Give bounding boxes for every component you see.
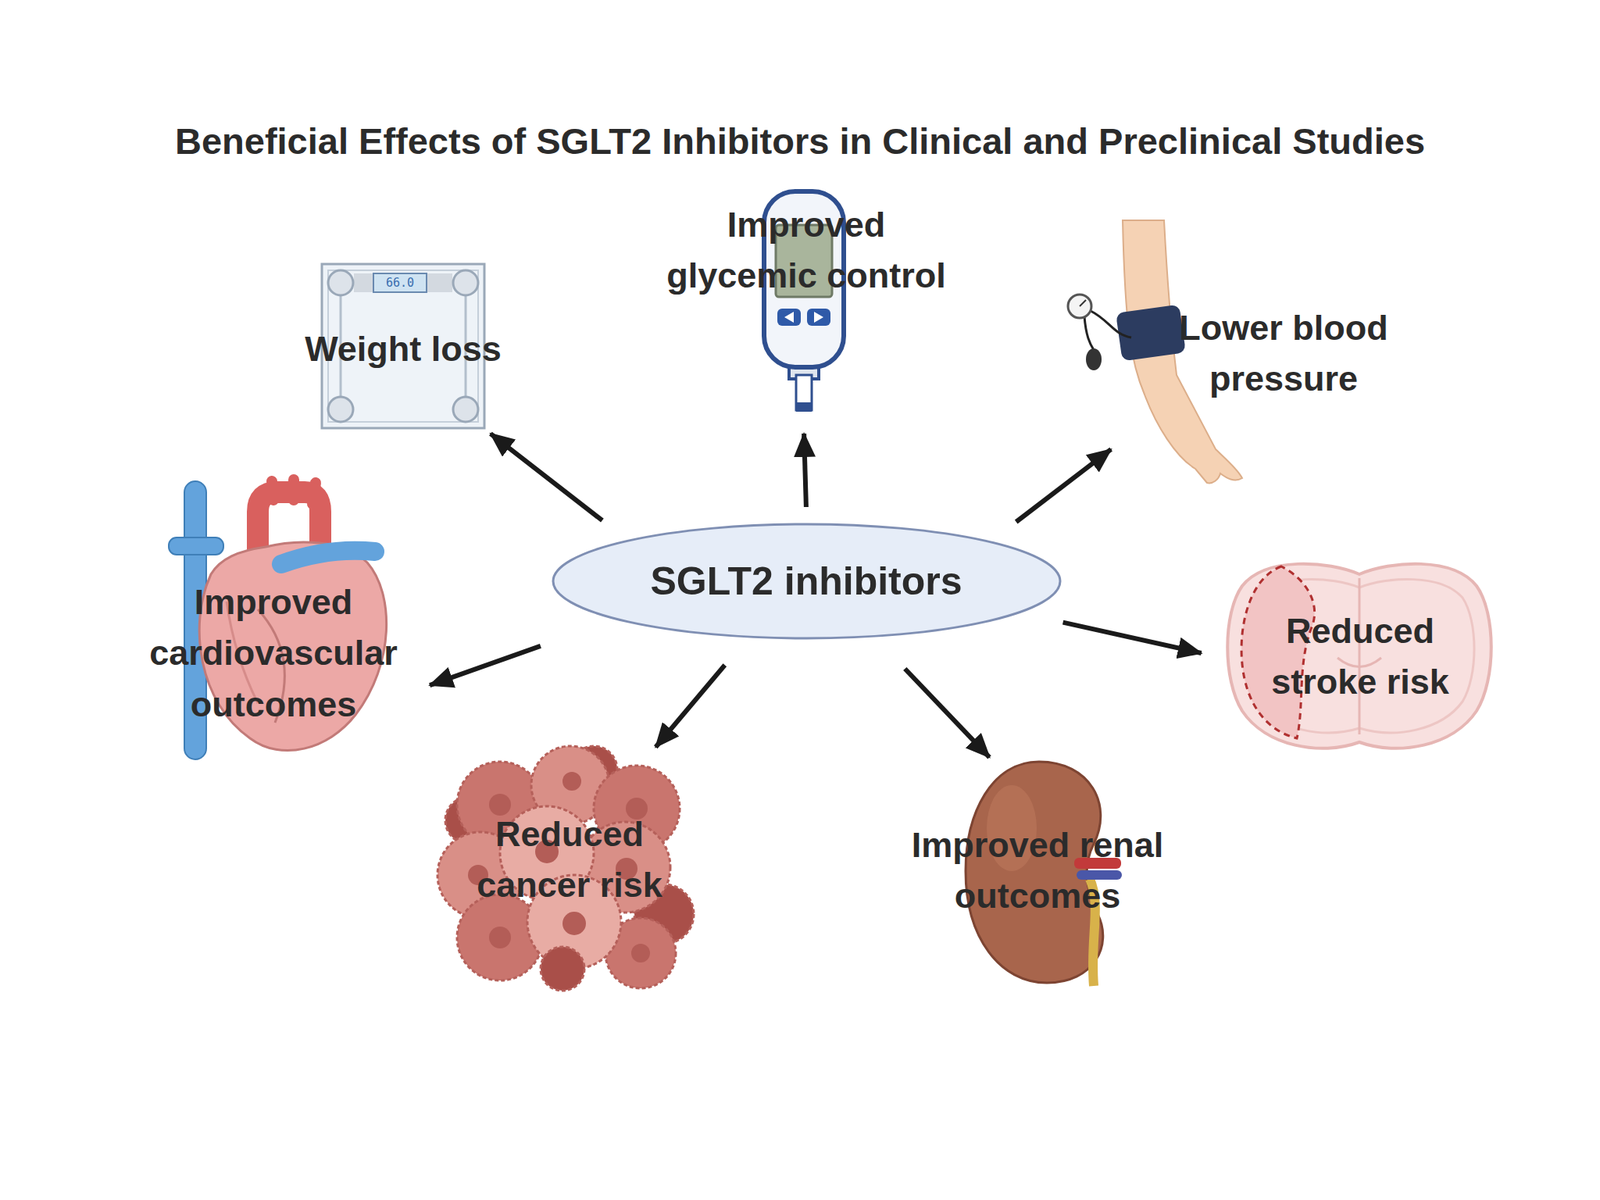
node-text: Reduced stroke risk — [1250, 605, 1470, 708]
drug-ellipse: SGLT2 inhibitors — [551, 522, 1062, 640]
arrow-connector — [904, 668, 990, 758]
cancer-cells-illustration — [437, 746, 694, 991]
scale-foot — [328, 270, 354, 296]
arrow-connector — [655, 664, 725, 747]
scale-display — [373, 273, 427, 293]
effect-node: Lower blood pressure — [1117, 219, 1235, 485]
effect-node: Improved renal outcomes — [964, 760, 1123, 985]
brain-illustration — [1227, 564, 1492, 749]
scale-foot — [453, 396, 479, 422]
test-strip-tip — [796, 402, 812, 412]
arrow-connector — [1063, 622, 1202, 654]
meter-button — [807, 308, 831, 326]
arrow-connector — [490, 433, 603, 521]
node-text: Improved renal outcomes — [900, 819, 1175, 922]
brain-midline — [1358, 578, 1361, 735]
node-text: SGLT2 inhibitors — [571, 553, 1041, 611]
pump-bulb — [1085, 348, 1102, 371]
cell-nucleus — [562, 911, 586, 936]
kidney-illustration — [965, 761, 1122, 986]
gauge-needle — [1079, 300, 1086, 307]
button-arrow — [814, 311, 824, 323]
effect-node: Improved cardiovascular outcomes — [167, 479, 393, 761]
blood-pressure-illustration — [1067, 220, 1243, 483]
diagram-title: Beneficial Effects of SGLT2 Inhibitors i… — [31, 119, 1569, 163]
stroke-region — [1241, 566, 1315, 739]
scale-foot — [453, 270, 479, 296]
arrow-connector — [429, 646, 541, 686]
cuff-tube — [1090, 310, 1132, 338]
bulb-tube — [1084, 316, 1094, 350]
meter-button — [777, 308, 801, 326]
pressure-cuff — [1115, 304, 1186, 362]
effect-node: Improved glycemic control — [760, 189, 847, 418]
scale-foot — [328, 396, 354, 422]
node-text: Weight loss — [278, 323, 529, 375]
scale-top-band — [353, 273, 453, 293]
brain-outline — [1227, 564, 1492, 749]
ellipse-shape — [553, 524, 1061, 639]
arrow-connector — [803, 433, 807, 508]
cell-nucleus — [489, 926, 511, 949]
node-text: Reduced cancer risk — [456, 808, 683, 911]
pulmonary-artery — [281, 550, 375, 565]
effect-node: Reduced stroke risk — [1224, 560, 1495, 756]
pulmonary-vessel — [168, 537, 224, 555]
pressure-gauge — [1067, 294, 1092, 318]
button-arrow — [784, 311, 794, 323]
cell-nucleus — [631, 943, 650, 963]
cell-nucleus — [562, 771, 582, 791]
effect-node: Reduced cancer risk — [449, 750, 694, 990]
cell-nucleus — [489, 793, 511, 816]
node-text: Improved glycemic control — [657, 199, 955, 302]
arrow-connector — [1016, 449, 1111, 522]
node-text: Improved cardiovascular outcomes — [140, 576, 407, 730]
display-reading: 66.0 — [385, 275, 415, 290]
tumor-cell — [540, 946, 585, 991]
node-text: Lower blood pressure — [1166, 302, 1401, 405]
